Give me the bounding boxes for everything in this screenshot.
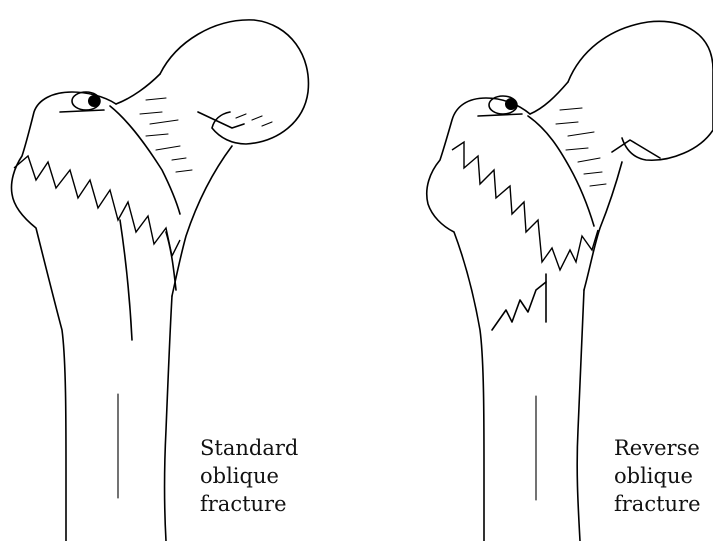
- fragment-edge-right: [528, 116, 594, 226]
- label-line: fracture: [200, 490, 298, 518]
- medial-shaft-left: [165, 296, 173, 541]
- neck-lower-right: [584, 162, 622, 290]
- medial-shaft-right: [577, 290, 584, 541]
- fovea-right: [612, 140, 660, 158]
- label-line: oblique: [200, 462, 298, 490]
- fracture-spike-right: [492, 282, 546, 330]
- label-line: fracture: [614, 490, 701, 518]
- fossa-dot-right: [505, 98, 517, 110]
- fossa-mark-left: [60, 110, 104, 112]
- fracture-split2-left: [166, 232, 176, 290]
- neck-hatching-left: [140, 98, 272, 172]
- femoral-head-right: [568, 21, 713, 160]
- label-line: Standard: [200, 434, 298, 462]
- fragment-edge-left: [110, 106, 180, 214]
- label-standard-oblique: Standard oblique fracture: [200, 434, 298, 518]
- fossa-dot-left: [88, 95, 100, 107]
- femoral-head-left: [160, 20, 308, 144]
- label-reverse-oblique: Reverse oblique fracture: [614, 434, 701, 518]
- neck-lower-left: [172, 146, 232, 296]
- fracture-split-left: [120, 220, 132, 340]
- fovea-left: [198, 112, 244, 128]
- fracture-line-right: [452, 142, 598, 270]
- neck-hatching-right: [556, 108, 606, 186]
- label-line: oblique: [614, 462, 701, 490]
- fossa-mark-right: [478, 114, 522, 116]
- label-line: Reverse: [614, 434, 701, 462]
- greater-trochanter-left: [11, 92, 116, 541]
- neck-upper-right: [530, 82, 568, 114]
